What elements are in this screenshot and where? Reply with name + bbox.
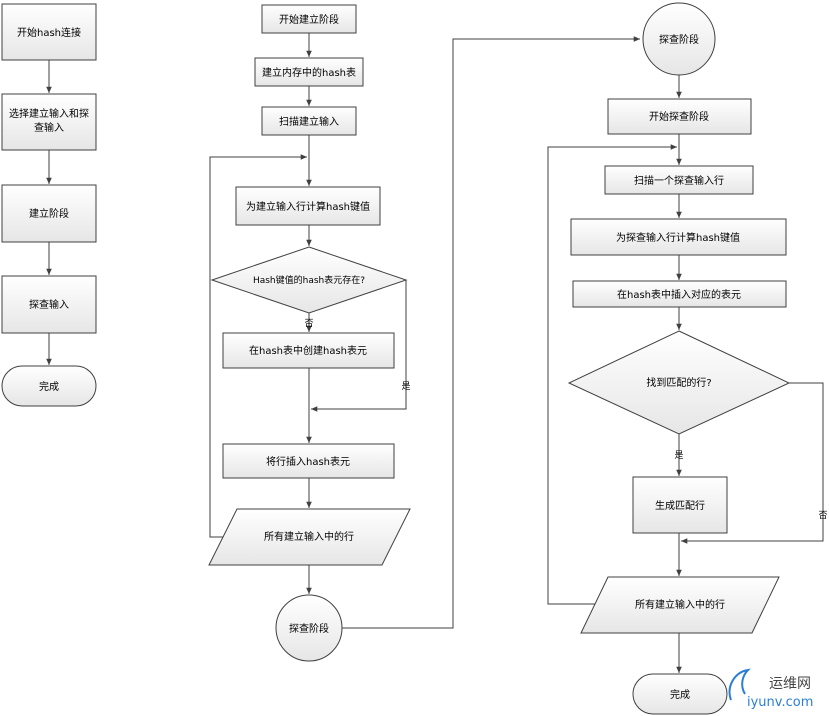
build-flow: 开始建立阶段 建立内存中的hash表 扫描建立输入 为建立输入行计算hash键值… [208, 4, 640, 662]
edge-build-loop-back [209, 154, 307, 538]
node-scan-probe-row-label: 扫描一个探查输入行 [634, 174, 724, 187]
node-match-decision: 找到匹配的行? [567, 330, 791, 435]
node-select-inputs-label-2: 查输入 [34, 121, 64, 134]
node-probe-phase-connector: 探查阶段 [275, 594, 343, 662]
node-emit-match: 生成匹配行 [632, 476, 728, 534]
node-insert-row: 将行插入hash表元 [222, 443, 395, 479]
node-compute-build-hash-label: 为建立输入行计算hash键值 [246, 200, 370, 213]
edge-build-yes-label: 是 [401, 381, 410, 392]
node-probe-rows-loop: 所有建立输入中的行 [580, 576, 780, 634]
node-compute-probe-hash: 为探查输入行计算hash键值 [570, 218, 787, 256]
node-create-bucket: 在hash表中创建hash表元 [222, 332, 395, 369]
edge-build-no-label: 否 [304, 318, 313, 329]
edge-to-probe [342, 36, 640, 629]
node-start-probe: 开始探查阶段 [607, 98, 752, 135]
node-probe-rows-loop-label: 所有建立输入中的行 [635, 598, 725, 611]
node-compute-probe-hash-label: 为探查输入行计算hash键值 [616, 231, 740, 244]
node-left-end-label: 完成 [39, 380, 59, 393]
node-build-phase: 建立阶段 [1, 184, 97, 243]
node-probe-phase-title-label: 探查阶段 [659, 33, 699, 46]
node-start-build: 开始建立阶段 [261, 4, 357, 34]
node-compute-build-hash: 为建立输入行计算hash键值 [235, 186, 381, 226]
node-select-inputs-label-1: 选择建立输入和探 [9, 107, 89, 120]
edge-probe-yes-label: 是 [674, 450, 683, 461]
watermark: 运维网 iyunv.com [728, 668, 813, 710]
edge-probe-loop-back [547, 144, 677, 605]
node-probe-phase-connector-label: 探查阶段 [289, 622, 329, 635]
node-emit-match-label: 生成匹配行 [655, 499, 705, 512]
node-scan-build-input-label: 扫描建立输入 [279, 115, 339, 128]
node-probe-input: 探查输入 [1, 275, 97, 334]
node-scan-build-input: 扫描建立输入 [261, 106, 357, 136]
node-create-hash-table-label: 建立内存中的hash表 [262, 66, 356, 79]
edge-probe-no [681, 382, 824, 544]
node-bucket-exists-decision: Hash键值的hash表元存在? [210, 246, 408, 314]
node-create-bucket-label: 在hash表中创建hash表元 [249, 344, 367, 357]
node-bucket-exists-label: Hash键值的hash表元存在? [253, 274, 365, 286]
node-start-hash-join: 开始hash连接 [1, 3, 97, 61]
node-probe-end: 完成 [632, 673, 728, 715]
node-probe-input-label: 探查输入 [29, 298, 69, 311]
node-start-probe-label: 开始探查阶段 [649, 110, 709, 123]
node-build-rows-loop-label: 所有建立输入中的行 [264, 530, 354, 543]
edge-build-yes [311, 280, 407, 412]
node-start-hash-join-label: 开始hash连接 [17, 26, 81, 39]
watermark-brand: 运维网 [769, 676, 811, 692]
probe-flow: 探查阶段 开始探查阶段 扫描一个探查输入行 为探查输入行计算hash键值 在ha… [547, 2, 828, 715]
node-probe-end-label: 完成 [670, 688, 690, 701]
left-flow: 开始hash连接 选择建立输入和探 查输入 建立阶段 探查输入 完成 [1, 3, 97, 407]
edge-probe-no-label: 否 [818, 510, 827, 521]
watermark-domain: iyunv.com [747, 695, 813, 710]
watermark-logo-icon [728, 668, 751, 701]
node-create-hash-table: 建立内存中的hash表 [254, 57, 364, 87]
node-insert-row-label: 将行插入hash表元 [266, 455, 350, 468]
node-left-end: 完成 [1, 365, 97, 407]
node-build-phase-label: 建立阶段 [29, 207, 69, 220]
node-match-decision-label: 找到匹配的行? [646, 376, 711, 389]
node-lookup-bucket-label: 在hash表中插入对应的表元 [617, 288, 741, 301]
node-build-rows-loop: 所有建立输入中的行 [208, 508, 411, 566]
node-start-build-label: 开始建立阶段 [279, 13, 339, 26]
node-probe-phase-title: 探查阶段 [642, 2, 716, 76]
node-scan-probe-row: 扫描一个探查输入行 [604, 165, 754, 195]
node-lookup-bucket: 在hash表中插入对应的表元 [572, 280, 787, 308]
node-select-inputs: 选择建立输入和探 查输入 [1, 93, 97, 151]
